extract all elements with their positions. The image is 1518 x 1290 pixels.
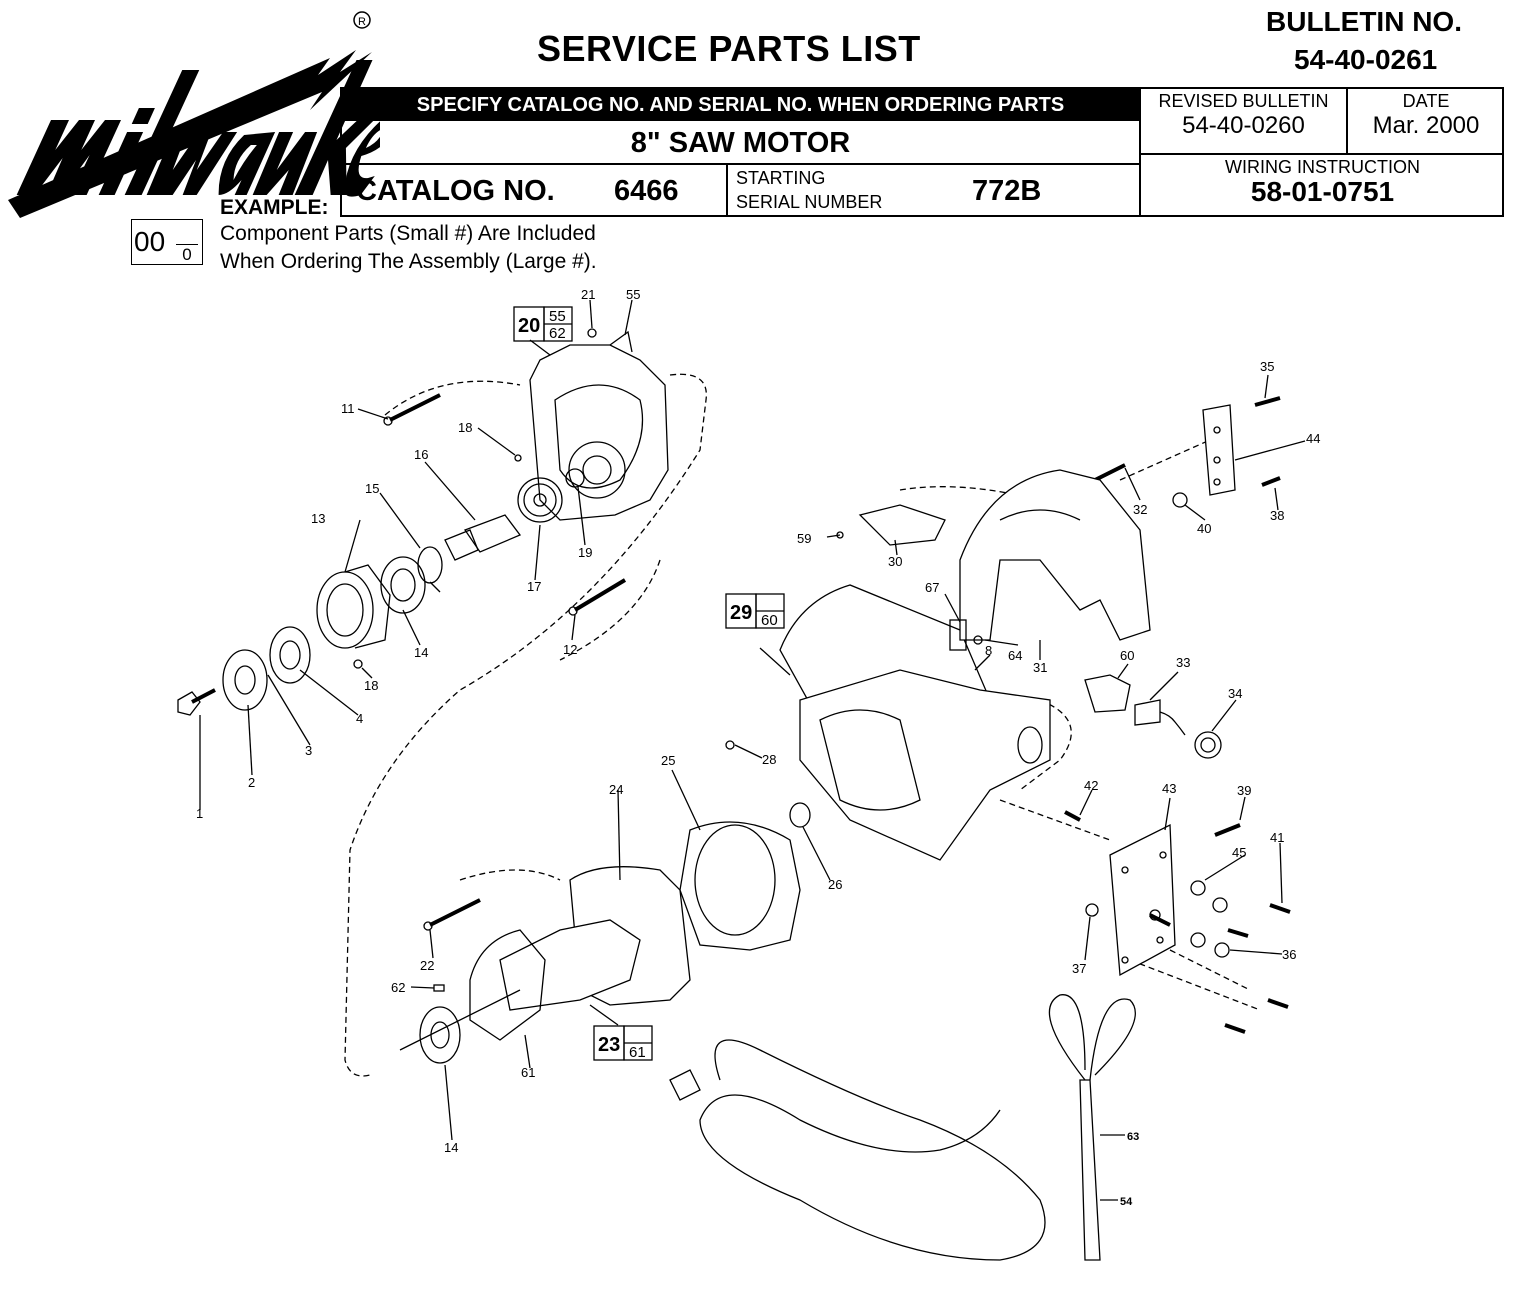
callout-15: 15	[365, 481, 379, 496]
bulletin-number: 54-40-0261	[1294, 44, 1438, 75]
callout-44: 44	[1306, 431, 1320, 446]
serial-cell: STARTING SERIAL NUMBER 772B	[728, 165, 1139, 217]
header-table: SPECIFY CATALOG NO. AND SERIAL NO. WHEN …	[340, 87, 1504, 217]
callout-61: 61	[521, 1065, 535, 1080]
svg-text:R: R	[358, 16, 366, 28]
callout-39: 39	[1237, 783, 1251, 798]
serial-label-line2: SERIAL NUMBER	[736, 192, 883, 212]
callout-12: 12	[563, 642, 577, 657]
specify-banner: SPECIFY CATALOG NO. AND SERIAL NO. WHEN …	[342, 89, 1139, 121]
callout-16: 16	[414, 447, 428, 462]
revised-bulletin-label: REVISED BULLETIN	[1158, 91, 1329, 111]
callout-60: 60	[1120, 648, 1134, 663]
assembly-23-component-1: 61	[629, 1044, 646, 1061]
callout-45: 45	[1232, 845, 1246, 860]
callout-2: 2	[248, 775, 255, 790]
callout-28: 28	[762, 752, 776, 767]
assembly-29-number: 29	[730, 602, 752, 624]
callout-33: 33	[1176, 655, 1190, 670]
callout-36: 36	[1282, 947, 1296, 962]
bulletin-label: BULLETIN NO.	[1266, 6, 1462, 37]
assembly-29-component-1: 60	[761, 612, 778, 629]
date-label: DATE	[1402, 91, 1450, 111]
callout-24: 24	[609, 782, 623, 797]
assembly-20-number: 20	[518, 315, 540, 337]
callout-43: 43	[1162, 781, 1176, 796]
callout-4: 4	[356, 711, 363, 726]
callout-63: 63	[1127, 1131, 1139, 1143]
assembly-20-component-0: 55	[549, 308, 566, 325]
milwaukee-logo: R	[8, 11, 380, 218]
revised-bulletin-number: 54-40-0260	[1182, 112, 1305, 139]
callout-8: 8	[985, 643, 992, 658]
callout-67: 67	[925, 580, 939, 595]
callout-14a: 14	[414, 645, 428, 660]
example-label: EXAMPLE:	[220, 196, 329, 219]
callout-32: 32	[1133, 502, 1147, 517]
callout-35: 35	[1260, 359, 1274, 374]
callout-26: 26	[828, 877, 842, 892]
callout-64: 64	[1008, 648, 1022, 663]
callout-54: 54	[1120, 1196, 1133, 1208]
callout-42: 42	[1084, 778, 1098, 793]
wiring-number: 58-01-0751	[1250, 176, 1395, 207]
callout-14b: 14	[444, 1140, 458, 1155]
model-name: 8" SAW MOTOR	[342, 121, 1139, 165]
callout-55: 55	[626, 287, 640, 302]
revised-bulletin-cell: REVISED BULLETIN 54-40-0260	[1141, 89, 1348, 155]
revision-block: REVISED BULLETIN 54-40-0260 DATE Mar. 20…	[1139, 89, 1504, 215]
wiring-cell: WIRING INSTRUCTION 58-01-0751	[1141, 155, 1504, 215]
example-large-number: 00	[134, 226, 166, 257]
callout-3: 3	[305, 743, 312, 758]
assembly-20-component-1: 62	[549, 325, 566, 342]
callout-38: 38	[1270, 508, 1284, 523]
example-note-line1: Component Parts (Small #) Are Included	[220, 222, 596, 245]
callout-41: 41	[1270, 830, 1284, 845]
serial-number: 772B	[972, 175, 1042, 207]
callout-59: 59	[797, 531, 811, 546]
callout-11: 11	[341, 401, 355, 416]
serial-label-line1: STARTING	[736, 168, 826, 188]
callout-17: 17	[527, 579, 541, 594]
callout-21: 21	[581, 287, 595, 302]
callout-62: 62	[391, 980, 405, 995]
callout-1: 1	[196, 806, 203, 821]
callout-13: 13	[311, 511, 325, 526]
callout-31: 31	[1033, 660, 1047, 675]
example-box: 00 0	[131, 219, 203, 265]
callout-22: 22	[420, 958, 434, 973]
date-value: Mar. 2000	[1372, 112, 1480, 139]
example-small-number: 0	[176, 244, 198, 265]
callout-18a: 18	[458, 420, 472, 435]
catalog-label: CATALOG NO.	[356, 175, 555, 207]
example-note-line2: When Ordering The Assembly (Large #).	[220, 250, 597, 273]
callout-34: 34	[1228, 686, 1242, 701]
callout-37: 37	[1072, 961, 1086, 976]
callout-25: 25	[661, 753, 675, 768]
wiring-label: WIRING INSTRUCTION	[1225, 157, 1420, 177]
page-title: SERVICE PARTS LIST	[537, 28, 921, 69]
catalog-number: 6466	[614, 175, 679, 207]
catalog-cell: CATALOG NO. 6466	[342, 165, 728, 217]
date-cell: DATE Mar. 2000	[1348, 89, 1504, 155]
callout-40: 40	[1197, 521, 1211, 536]
callout-30: 30	[888, 554, 902, 569]
callout-18b: 18	[364, 678, 378, 693]
callout-19: 19	[578, 545, 592, 560]
assembly-23-number: 23	[598, 1034, 620, 1056]
